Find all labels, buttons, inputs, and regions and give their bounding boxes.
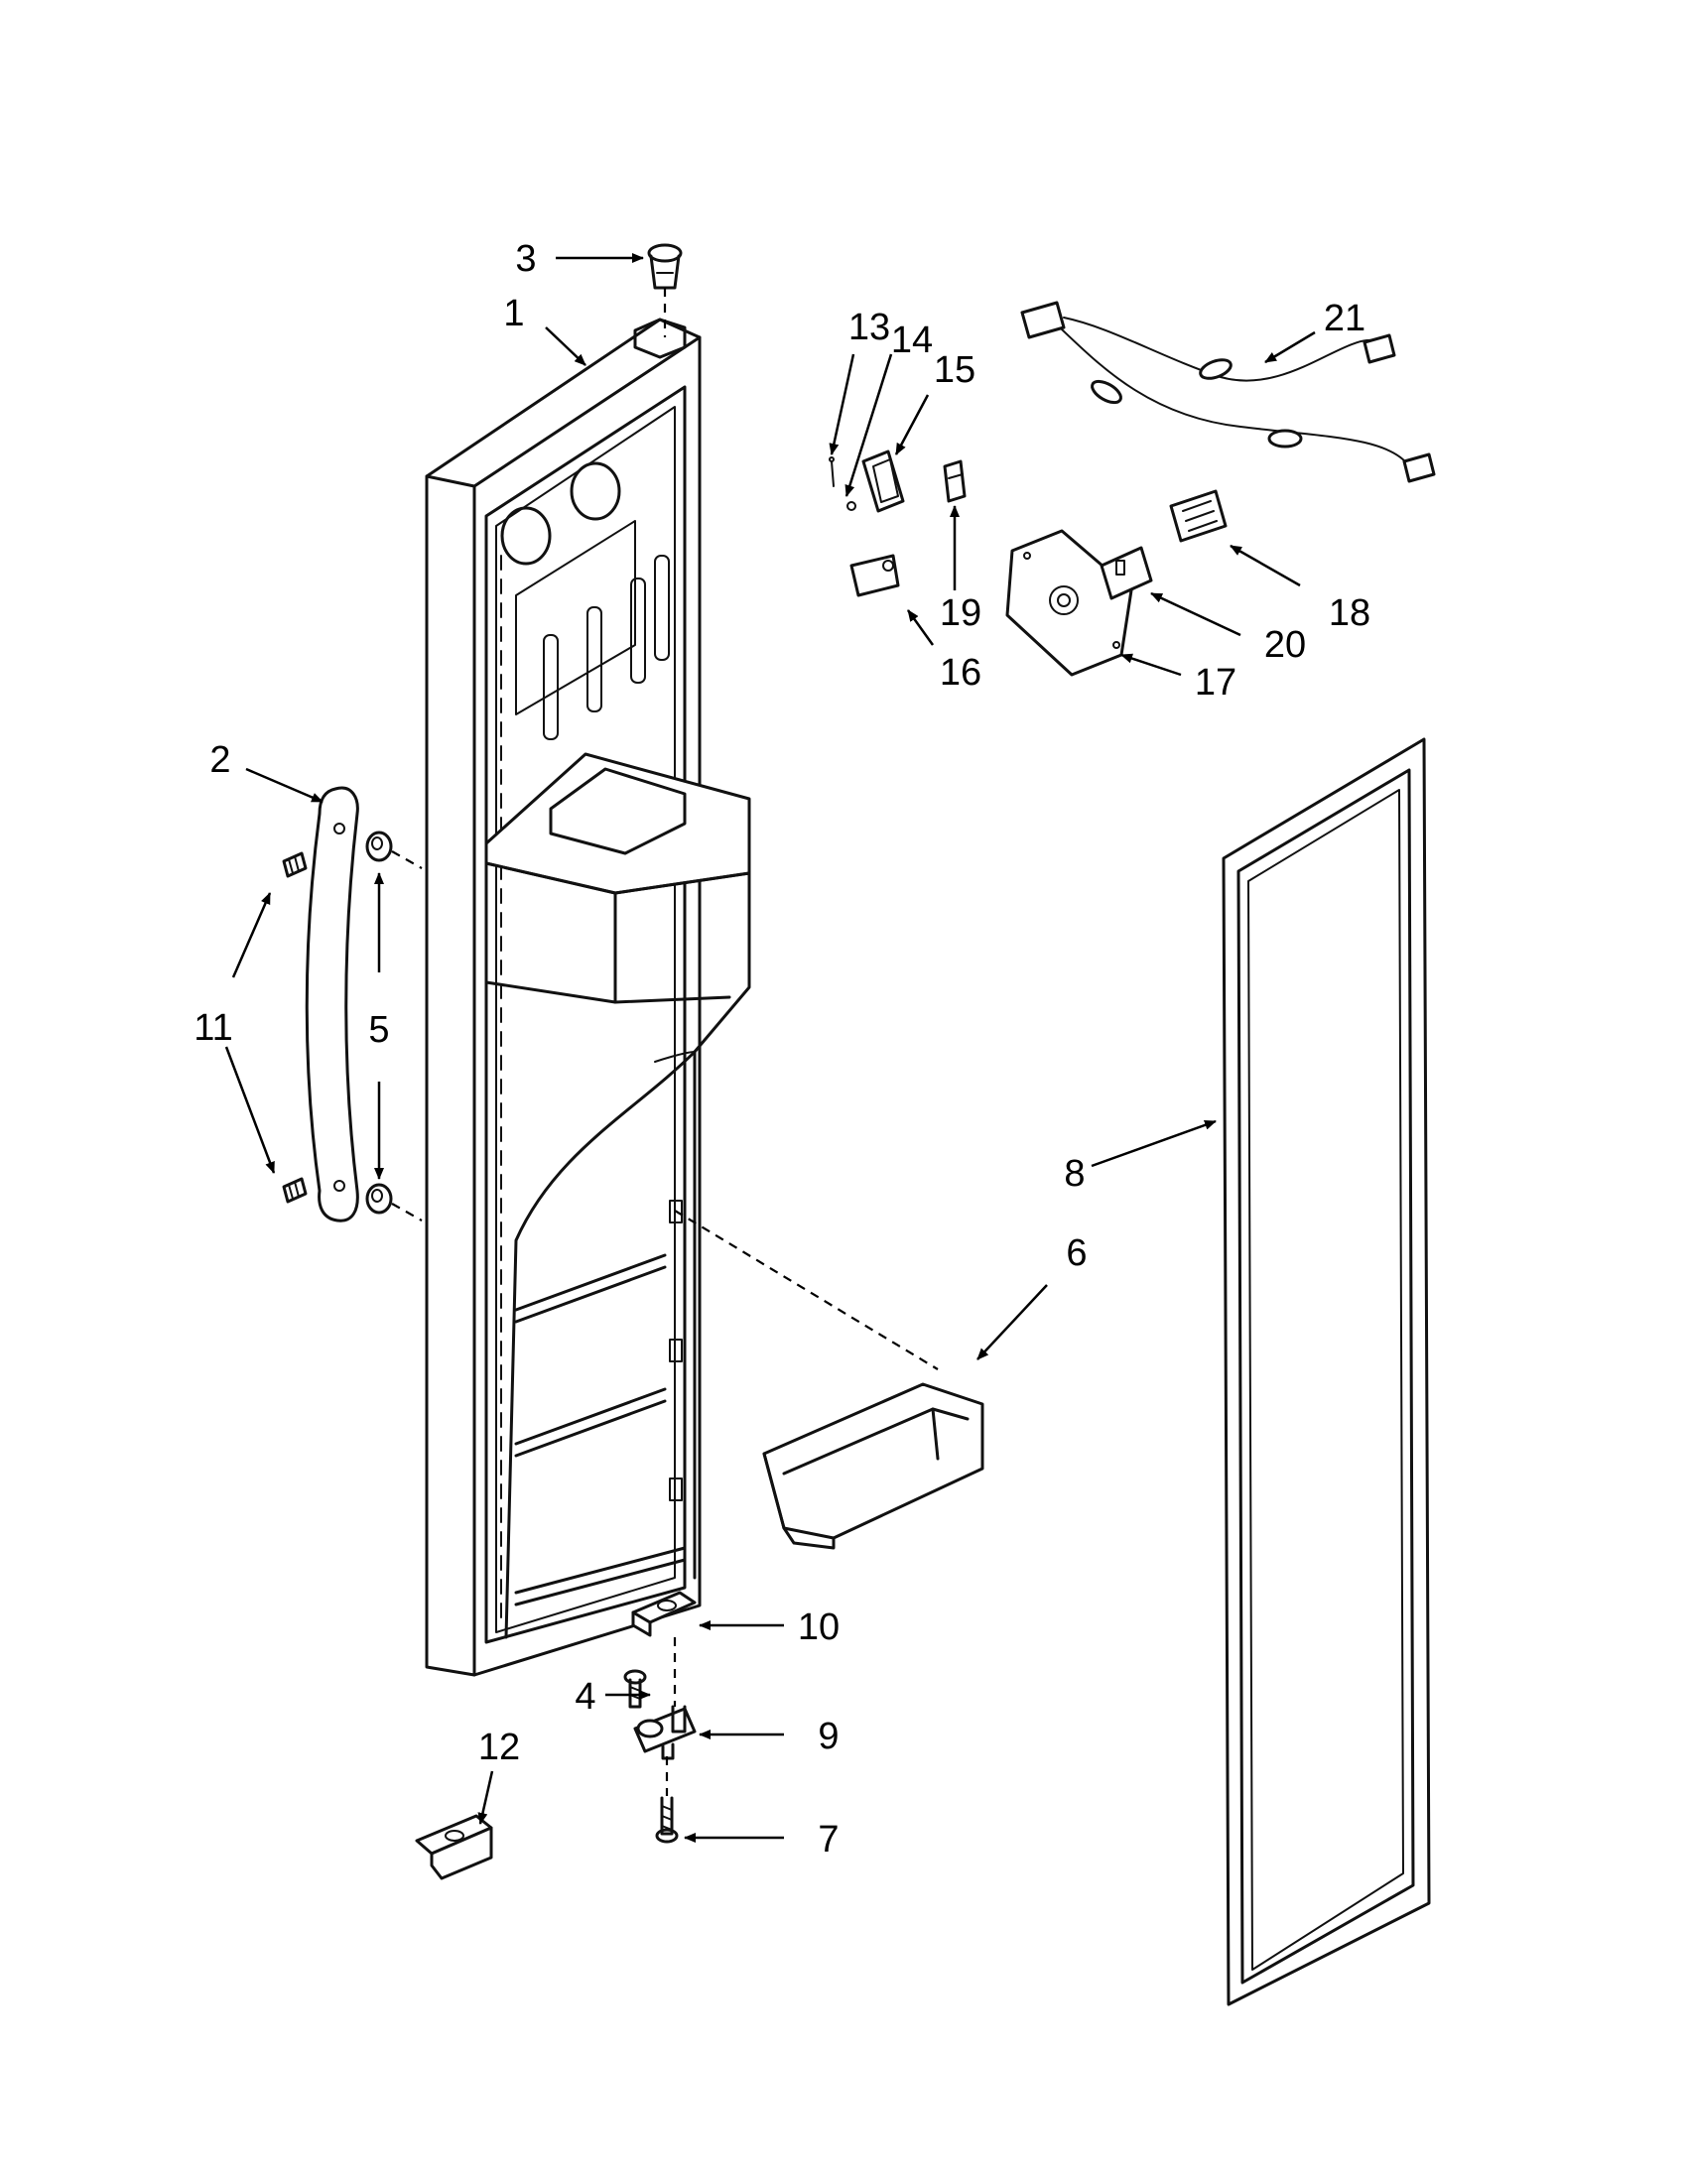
callout-20: 20 <box>1264 624 1306 666</box>
callout-8: 8 <box>1064 1153 1085 1195</box>
callout-2: 2 <box>209 739 230 781</box>
handle-screw-top <box>282 851 308 878</box>
assembly-lines <box>391 288 939 1796</box>
switch-housing-15 <box>861 450 905 513</box>
top-hinge-bushing <box>647 243 683 290</box>
hinge-cover <box>415 1814 493 1880</box>
callout-17: 17 <box>1195 662 1236 704</box>
sensor-board <box>1169 489 1228 543</box>
callout-10: 10 <box>798 1606 840 1648</box>
callout-1: 1 <box>503 293 524 334</box>
door-gasket <box>1222 737 1431 2006</box>
spring-13 <box>829 456 835 487</box>
callout-4: 4 <box>575 1676 595 1718</box>
callout-18: 18 <box>1329 592 1370 634</box>
callout-labels: 1 2 3 4 5 6 7 8 9 10 11 12 13 14 15 16 1… <box>194 238 1370 1861</box>
callout-12: 12 <box>478 1727 520 1768</box>
callout-3: 3 <box>515 238 536 280</box>
handle-spacer-top <box>365 831 393 862</box>
handle-screw-bottom <box>282 1177 308 1204</box>
callout-21: 21 <box>1324 298 1365 339</box>
callout-9: 9 <box>818 1716 839 1757</box>
screw-14 <box>846 501 856 511</box>
bottom-screw <box>655 1796 679 1844</box>
callout-16: 16 <box>940 652 981 694</box>
control-module <box>1005 529 1133 677</box>
callout-15: 15 <box>934 349 975 391</box>
callout-6: 6 <box>1066 1232 1087 1274</box>
bracket-20 <box>1100 546 1153 600</box>
wire-harness <box>1020 301 1436 483</box>
handle-spacer-bottom <box>365 1183 393 1215</box>
door-handle <box>305 786 359 1222</box>
bracket-16 <box>849 554 900 597</box>
callout-13: 13 <box>848 307 890 348</box>
door-bin <box>762 1382 984 1550</box>
door-panel <box>425 318 751 1677</box>
callout-5: 5 <box>368 1009 389 1051</box>
callout-19: 19 <box>940 592 981 634</box>
switch-19 <box>943 459 967 503</box>
callout-7: 7 <box>818 1819 839 1861</box>
hinge-screw <box>623 1669 647 1709</box>
leader-lines <box>224 253 1316 1843</box>
callout-14: 14 <box>891 320 933 361</box>
bottom-hinge-bracket <box>631 1591 697 1637</box>
callout-11: 11 <box>194 1007 232 1049</box>
lower-hinge-assembly <box>633 1705 697 1760</box>
